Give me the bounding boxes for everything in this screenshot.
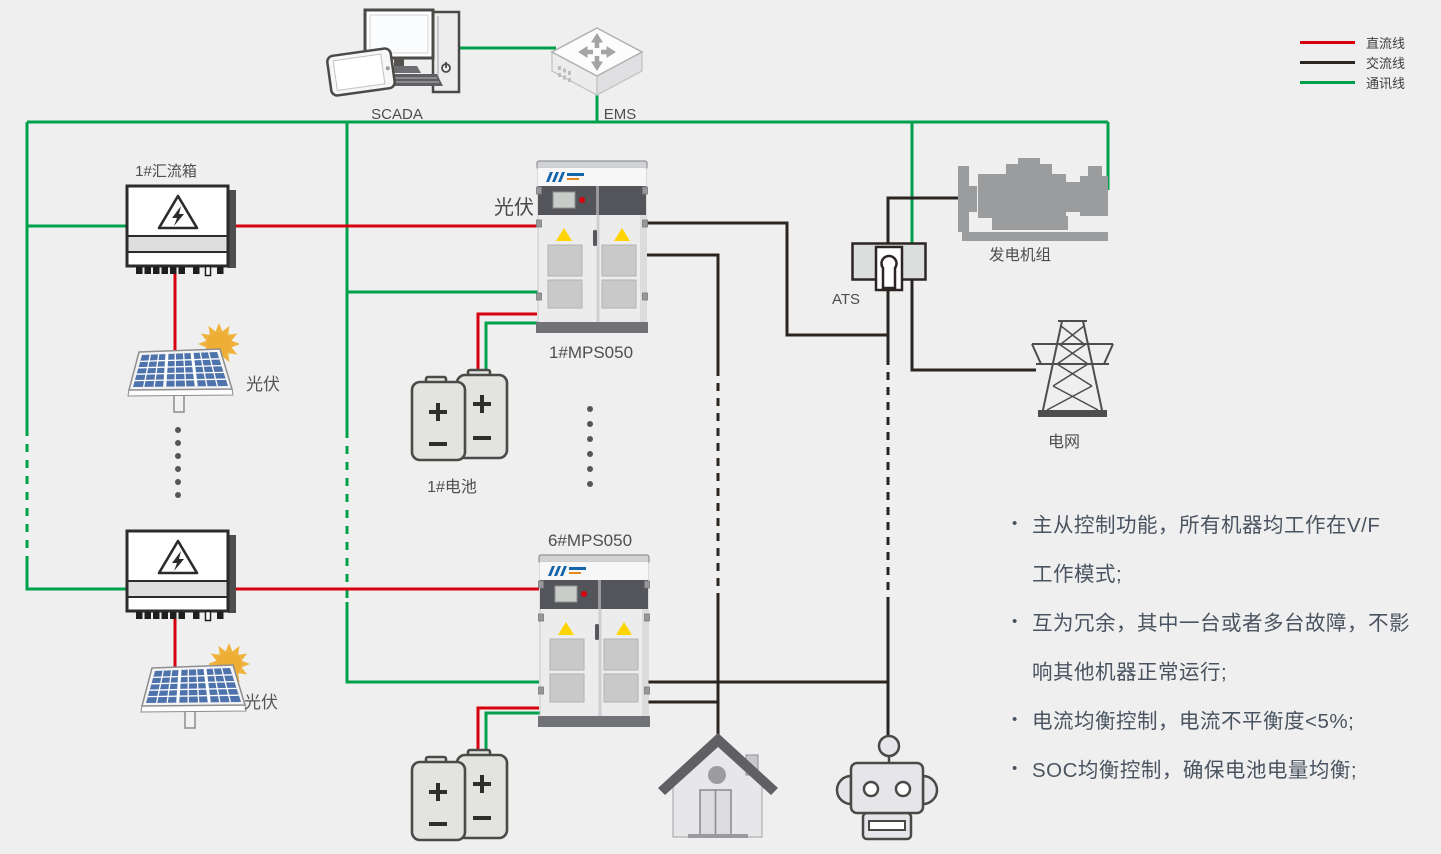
keyhole-icon	[880, 254, 898, 290]
feature-line: 电流均衡控制，电流不平衡度<5%;	[1008, 694, 1438, 743]
warning-triangle-icon	[614, 228, 630, 241]
grid-tower-icon	[1030, 318, 1115, 424]
mps6-label: 6#MPS050	[547, 531, 633, 550]
generator-label: 发电机组	[988, 247, 1051, 264]
ellipsis-dots	[175, 406, 593, 498]
warning-triangle-icon	[157, 194, 199, 230]
feature-text: 响其他机器正常运行;	[1032, 660, 1228, 684]
combiner-box-2-icon	[125, 529, 239, 622]
bullet-marker	[1008, 511, 1032, 535]
dc-line-sample	[1300, 40, 1355, 44]
ems-switch-icon	[550, 26, 645, 98]
feature-line: 响其他机器正常运行;	[1008, 645, 1438, 694]
right-ear	[921, 774, 939, 806]
door-handle	[595, 624, 599, 640]
round-window	[708, 766, 726, 784]
dc-lines	[173, 224, 539, 754]
scada-workstation-icon	[325, 6, 465, 100]
ac-lines	[647, 196, 1036, 738]
indicator-light	[581, 591, 587, 597]
pv-panel-1-icon	[120, 322, 252, 417]
ats-icon	[851, 242, 927, 294]
warning-triangle-icon	[157, 539, 199, 575]
antenna-ball	[877, 734, 901, 758]
left-ear	[835, 774, 853, 806]
feature-text: 互为冗余，其中一台或者多台故障，不影	[1032, 611, 1410, 635]
combiner-box-1-icon	[125, 184, 239, 277]
legend-label-ac: 交流线	[1366, 55, 1406, 71]
ats-label: ATS	[832, 291, 861, 308]
hmi-screen	[554, 585, 578, 603]
feature-line: 主从控制功能，所有机器均工作在V/F	[1008, 498, 1438, 547]
legend-label-dc: 直流线	[1366, 35, 1406, 51]
brand-logo	[546, 172, 584, 182]
hmi-screen	[552, 191, 576, 209]
bullet-marker	[1008, 707, 1032, 731]
feature-text: 电流均衡控制，电流不平衡度<5%;	[1032, 709, 1355, 733]
legend-item-comm: 通讯线	[1300, 72, 1405, 92]
grid-label: 电网	[1047, 434, 1080, 451]
panel-pole	[173, 393, 185, 413]
left-eye	[862, 780, 880, 798]
battery-pack-1-icon	[408, 366, 512, 466]
robot-icon	[828, 732, 948, 844]
comm-lines	[25, 46, 1110, 754]
vent-panels	[549, 638, 639, 703]
feature-line: 互为冗余，其中一台或者多台故障，不影	[1008, 596, 1438, 645]
bullet-marker	[1008, 609, 1032, 633]
brand-logo	[548, 566, 586, 576]
ac-line-sample	[1300, 60, 1355, 64]
vent-panels	[547, 244, 637, 309]
comm-line-sample	[1300, 80, 1355, 84]
pv-panel-2-icon	[133, 638, 265, 733]
feature-text: 主从控制功能，所有机器均工作在V/F	[1032, 513, 1381, 537]
combiner1-label: 1#汇流箱	[135, 163, 197, 180]
inverter-cabinet-1-icon	[536, 160, 648, 334]
legend: 直流线 交流线 通讯线	[1300, 32, 1405, 92]
mouth-slot	[868, 820, 906, 831]
pv-left-bottom-label: 光伏	[244, 693, 278, 712]
switch-arrows-icon	[578, 33, 616, 71]
pv-left-top-label: 光伏	[246, 375, 280, 394]
legend-label-comm: 通讯线	[1366, 75, 1406, 91]
bullet-marker	[1008, 756, 1032, 780]
battery-pack-2-icon	[408, 746, 512, 846]
mps1-label: 1#MPS050	[548, 343, 634, 362]
warning-triangle-icon	[556, 228, 572, 241]
ems-label: EMS	[603, 106, 637, 123]
scada-label: SCADA	[371, 106, 423, 123]
inverter-cabinet-6-icon	[538, 554, 650, 728]
head	[849, 761, 925, 815]
tablet-icon	[326, 47, 396, 97]
feature-text: SOC均衡控制，确保电池电量均衡;	[1032, 758, 1358, 782]
terminal-row	[136, 612, 224, 619]
door-handle	[593, 230, 597, 246]
feature-list: 主从控制功能，所有机器均工作在V/F 工作模式; 互为冗余，其中一台或者多台故障…	[1008, 498, 1438, 792]
roof	[658, 733, 778, 795]
legend-item-dc: 直流线	[1300, 32, 1405, 52]
warning-triangle-icon	[616, 622, 632, 635]
pv-center-label: 光伏	[494, 197, 534, 219]
warning-triangle-icon	[558, 622, 574, 635]
feature-text: 工作模式;	[1032, 562, 1123, 586]
feature-line: SOC均衡控制，确保电池电量均衡;	[1008, 743, 1438, 792]
indicator-light	[579, 197, 585, 203]
right-eye	[894, 780, 912, 798]
generator-icon	[952, 156, 1114, 246]
feature-line: 工作模式;	[1008, 547, 1438, 596]
terminal-row	[136, 267, 224, 274]
battery1-label: 1#电池	[427, 479, 477, 496]
legend-item-ac: 交流线	[1300, 52, 1405, 72]
house-icon	[652, 728, 782, 843]
panel-pole	[184, 709, 196, 729]
